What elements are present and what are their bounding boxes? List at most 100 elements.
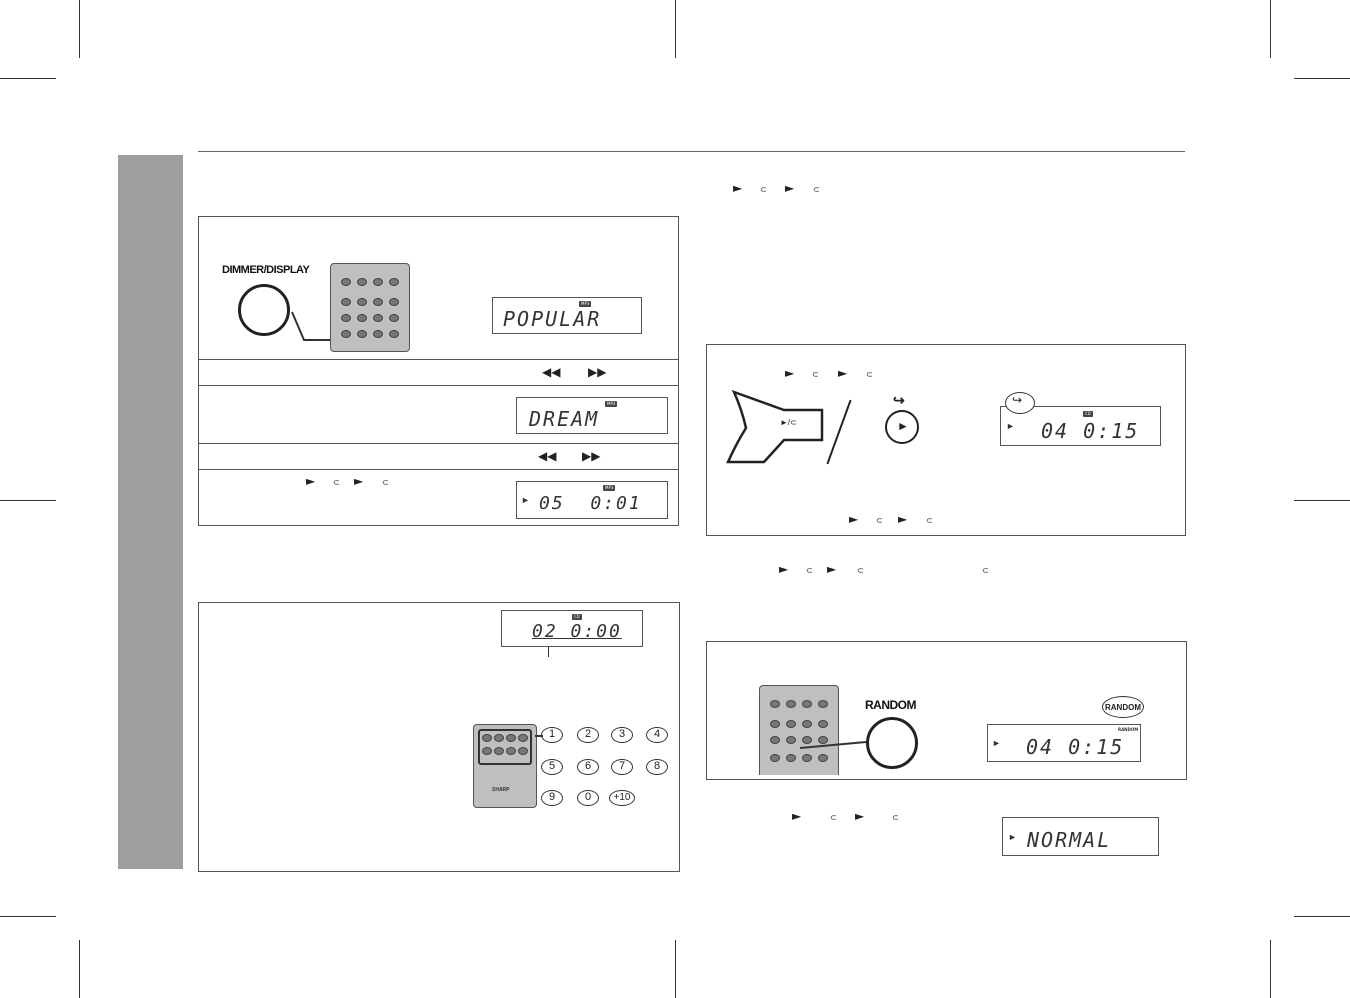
repeat-indicator-icon: ↪ [1012,393,1023,407]
remote-control [330,263,410,352]
repeat-icon: ⊂ [830,813,837,822]
key-9[interactable]: 9 [541,790,563,806]
key-3[interactable]: 3 [611,727,633,743]
play-icon: ► [354,474,364,488]
repeat-icon: ⊂ [333,478,340,487]
lcd-dream: MP3 DREAM [516,397,668,434]
play-indicator-icon: ► [992,738,1001,748]
row-divider [199,385,678,386]
key-2[interactable]: 2 [577,727,599,743]
key-7[interactable]: 7 [611,759,633,775]
header-rule [198,151,1185,152]
row-divider [199,469,678,470]
key-5[interactable]: 5 [541,759,563,775]
lcd-normal: ► NORMAL [1002,817,1159,856]
key-0[interactable]: 0 [577,790,599,806]
key-6[interactable]: 6 [577,759,599,775]
repeat-icon: ⊂ [982,566,989,575]
mp3-tag: MP3 [579,301,592,307]
crop-mark [79,0,80,58]
fast-forward-icon: ▶▶ [588,365,607,379]
figure-direct-box [198,602,680,872]
repeat-bubble [1005,392,1035,414]
rewind-icon: ◀◀ [538,449,557,463]
main-unit-button-panel [726,389,824,464]
lcd-text: 04 0:15 [1026,735,1125,759]
repeat-icon: ⊂ [382,478,389,487]
lcd-track05: ► MP3 05 0:01 [516,481,668,519]
mp3-tag: MP3 [603,485,616,491]
key-4[interactable]: 4 [646,727,668,743]
repeat-icon: ⊂ [760,185,767,194]
play-indicator-icon: ► [521,495,530,505]
dimmer-display-label: DIMMER/DISPLAY [222,264,310,276]
repeat-icon: ⊂ [926,516,933,525]
repeat-icon: ⊂ [876,516,883,525]
play-icon: ► [785,181,795,195]
track-pointer [548,647,549,657]
callout-line [800,741,867,749]
crop-mark [675,940,676,998]
crop-mark [79,940,80,998]
play-icon: ► [849,512,859,526]
figure-dimmer-box [198,216,679,526]
random-tag: RANDOM [1118,727,1139,732]
lcd-text: 04 0:15 [1041,419,1140,443]
play-icon: ► [897,419,909,433]
lcd-direct: CD 02 0:00 [501,610,643,647]
row-divider [199,443,678,444]
lcd-random: ► RANDOM 04 0:15 [987,724,1141,762]
key-1[interactable]: 1 [541,727,563,743]
crop-mark [1270,940,1271,998]
crop-mark [1294,916,1350,917]
lcd-popular: MP3 POPULAR [492,297,642,334]
play-icon: ► [792,809,802,823]
crop-mark [1270,0,1271,58]
brand-logo: SHARP [492,787,510,793]
repeat-arrow-icon: ↪ [893,392,905,408]
crop-mark [675,0,676,58]
play-icon: ► [855,809,865,823]
repeat-icon: ⊂ [857,566,864,575]
play-icon: ► [779,562,789,576]
remote-control-small: SHARP [473,724,537,808]
lcd-text: POPULAR [503,307,602,331]
key-plus10[interactable]: +10 [609,790,635,806]
repeat-icon: ⊂ [892,813,899,822]
random-button[interactable] [866,717,918,769]
lcd-text: DREAM [529,407,600,431]
repeat-icon: ⊂ [866,370,873,379]
key-8[interactable]: 8 [646,759,668,775]
lcd-text: 05 0:01 [539,493,642,514]
mp3-tag: MP3 [605,401,618,407]
row-divider [199,359,678,360]
repeat-icon: ⊂ [812,370,819,379]
play-icon: ► [898,512,908,526]
play-repeat-button[interactable] [885,410,919,444]
play-indicator-icon: ► [1006,421,1015,431]
remote-control [759,685,839,775]
crop-mark [0,916,56,917]
play-icon: ► [785,366,795,380]
random-label: RANDOM [865,698,917,712]
random-bubble: RANDOM [1102,696,1144,718]
play-icon: ► [838,366,848,380]
crop-mark [0,78,56,79]
crop-mark [1294,500,1350,501]
crop-mark [0,500,56,501]
rewind-icon: ◀◀ [542,365,561,379]
repeat-icon: ⊂ [813,185,820,194]
fast-forward-icon: ▶▶ [582,449,601,463]
cd-tag: CD [1083,411,1093,417]
lcd-repeat: ► CD 04 0:15 [1000,406,1161,446]
repeat-icon: ⊂ [806,566,813,575]
play-icon: ► [827,562,837,576]
dimmer-display-button[interactable] [238,284,290,336]
side-tab [118,155,183,869]
random-bubble-label: RANDOM [1105,703,1141,712]
crop-mark [1294,78,1350,79]
cd-tag: CD [572,614,582,620]
lcd-text: 02 0:00 [532,621,622,642]
play-repeat-button-label: ►/⊂ [780,418,797,427]
play-icon: ► [306,474,316,488]
